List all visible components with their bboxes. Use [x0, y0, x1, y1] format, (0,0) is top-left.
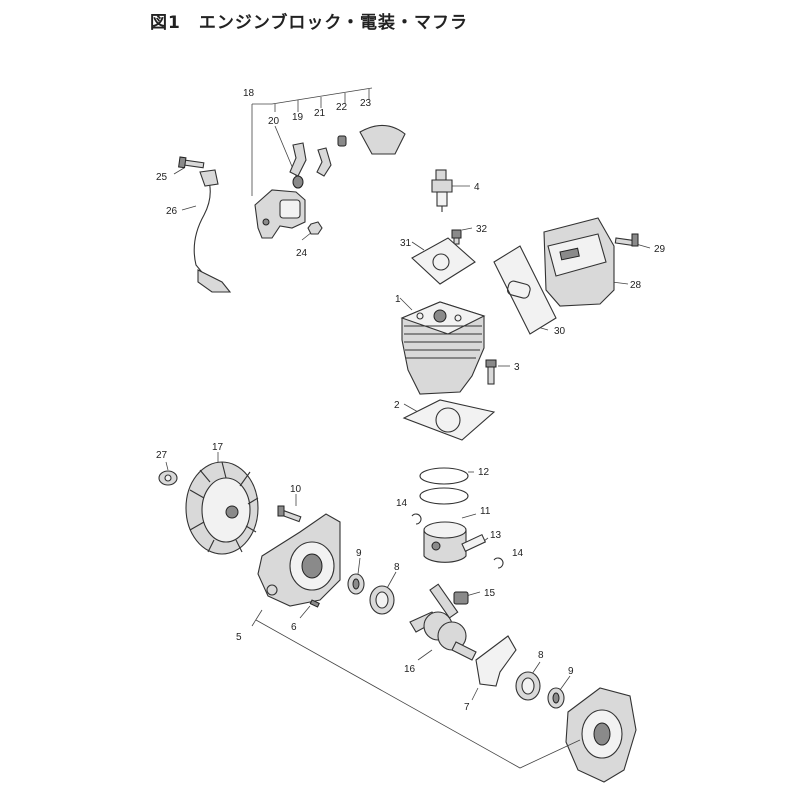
callout-8-left: 8	[394, 562, 400, 573]
callout-18: 18	[243, 88, 255, 99]
callout-31: 31	[400, 238, 412, 249]
crankshaft	[409, 583, 477, 661]
callout-8-right: 8	[538, 650, 544, 661]
callout-7: 7	[464, 702, 470, 713]
plug-cap	[289, 142, 307, 177]
callout-25: 25	[156, 172, 168, 183]
part-group-muffler	[493, 217, 651, 335]
callout-30: 30	[554, 326, 566, 337]
piston-ring-top	[419, 467, 469, 485]
callout-11: 11	[480, 506, 491, 517]
callout-3: 3	[514, 362, 520, 373]
callout-12: 12	[478, 467, 490, 478]
high-tension-lead	[316, 147, 332, 177]
callout-28: 28	[630, 280, 642, 291]
diagram-title: 図1 エンジンブロック・電装・マフラ	[150, 13, 468, 33]
callout-2: 2	[394, 400, 400, 411]
retainer-plate	[475, 635, 517, 687]
callout-27: 27	[156, 450, 168, 461]
cylinder-base-gasket	[402, 399, 496, 441]
part-group-crankcase	[158, 452, 637, 783]
callout-5: 5	[236, 632, 242, 643]
spark-plug	[431, 169, 470, 212]
callout-1: 1	[395, 294, 401, 305]
spark-plug-cover	[359, 124, 406, 155]
terminal	[337, 135, 347, 147]
piston-pin	[461, 533, 487, 552]
part-group-piston	[411, 467, 504, 605]
callout-22: 22	[336, 102, 348, 113]
callout-4: 4	[474, 182, 480, 193]
callout-24: 24	[296, 248, 308, 259]
callout-14-left: 14	[396, 498, 408, 509]
needle-bearing	[453, 591, 469, 605]
callout-6: 6	[291, 622, 297, 633]
callout-10: 10	[290, 484, 302, 495]
callout-17: 17	[212, 442, 224, 453]
callout-23: 23	[360, 98, 372, 109]
muffler-gasket	[493, 245, 557, 335]
intake-gasket	[411, 237, 476, 285]
ground-wire	[193, 177, 211, 283]
part-group-cylinder	[399, 227, 510, 441]
screw	[182, 159, 205, 169]
callout-20: 20	[268, 116, 280, 127]
callout-26: 26	[166, 206, 178, 217]
spark-cap-ring	[292, 175, 304, 189]
callout-9-left: 9	[356, 548, 362, 559]
callout-14-right: 14	[512, 548, 524, 559]
callout-32: 32	[476, 224, 488, 235]
callout-21: 21	[314, 108, 326, 119]
callout-15: 15	[484, 588, 496, 599]
callout-19: 19	[292, 112, 304, 123]
callout-16: 16	[404, 664, 416, 675]
nut	[307, 221, 323, 235]
callout-labels: 1 2 3 4 5 6 7 8 8 9 9 10 11 12 13 14 14 …	[156, 88, 666, 713]
callout-29: 29	[654, 244, 666, 255]
callout-13: 13	[490, 530, 502, 541]
piston-ring-bottom	[419, 487, 469, 505]
callout-9-right: 9	[568, 666, 574, 677]
part-group-ignition	[173, 87, 406, 293]
